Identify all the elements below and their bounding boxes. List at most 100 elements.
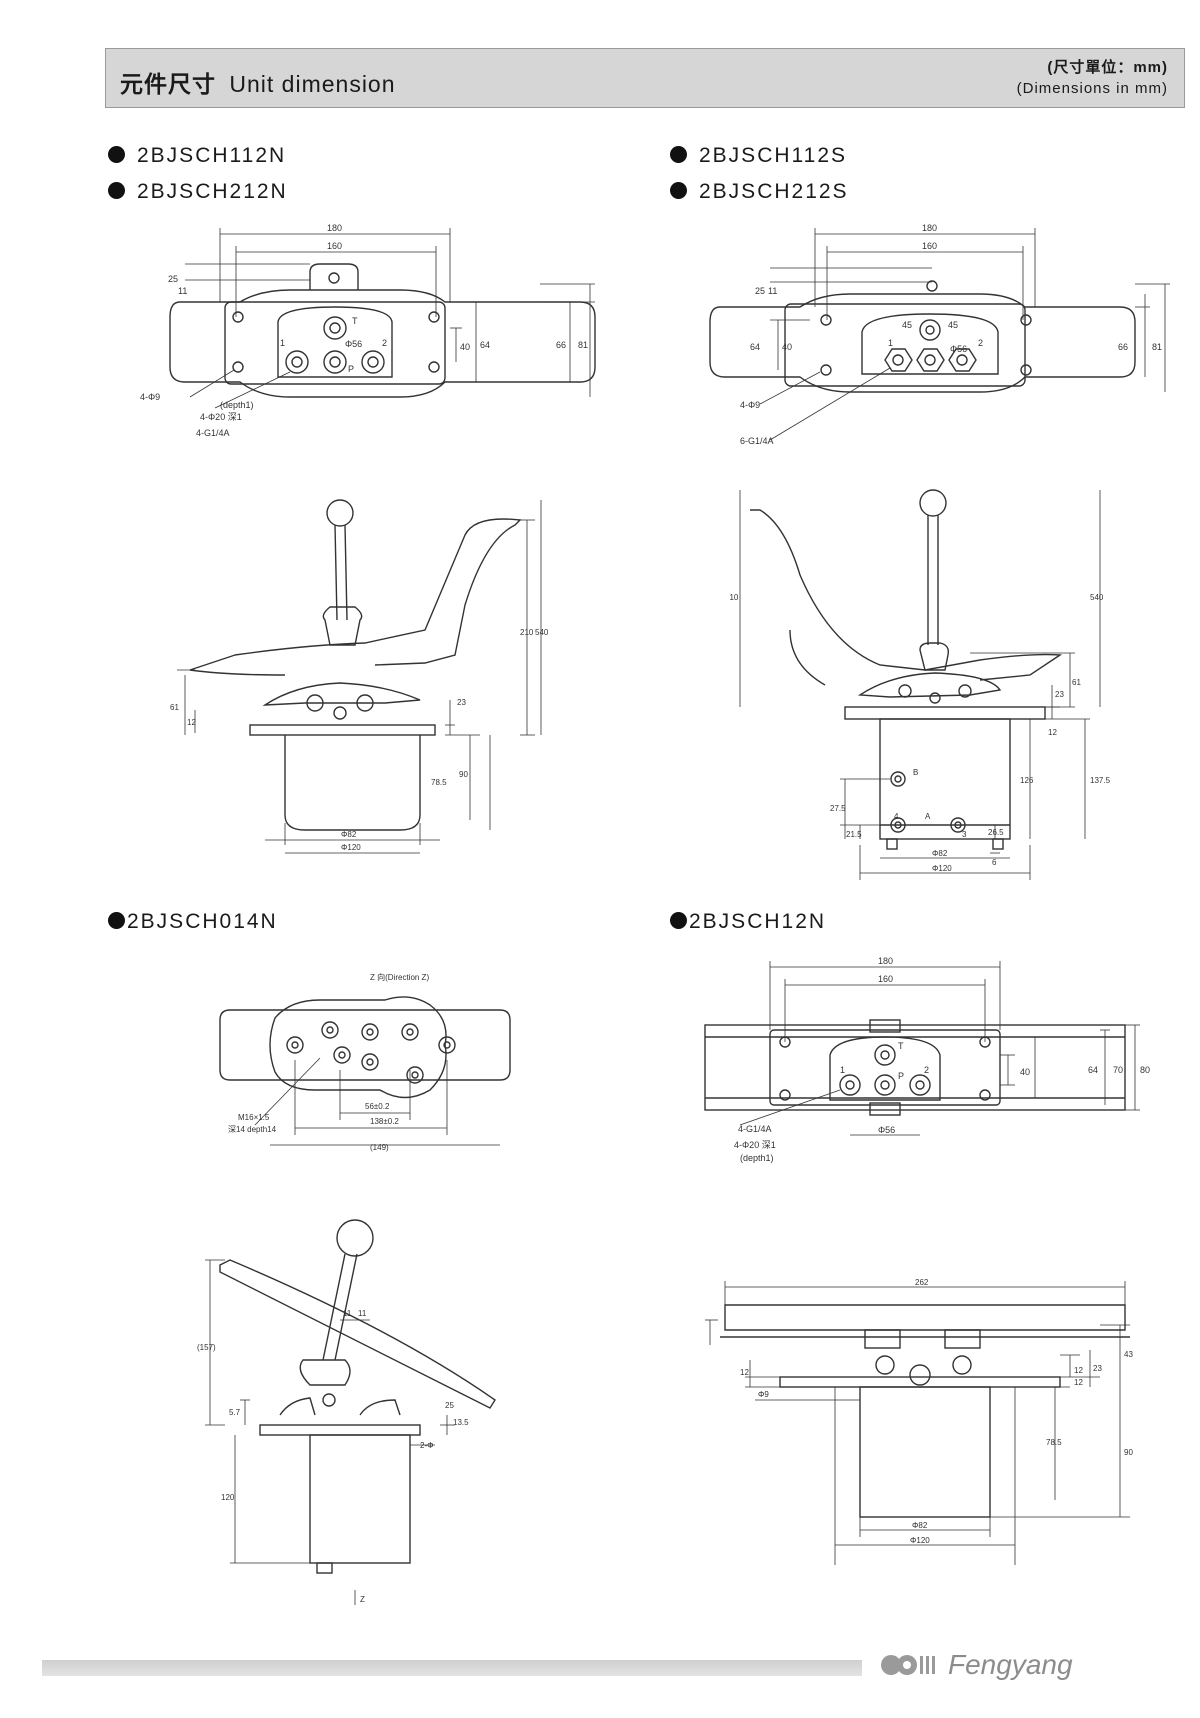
dim-label: 4-G1/4A bbox=[196, 428, 230, 438]
dim-label: Φ9 bbox=[758, 1390, 769, 1399]
port-label: 1 bbox=[840, 1065, 845, 1075]
dim-label: 13.5 bbox=[453, 1418, 469, 1427]
dim-label: 160 bbox=[922, 241, 937, 251]
dim-label: 540 bbox=[1090, 593, 1104, 602]
dim-label: 61 bbox=[170, 703, 179, 712]
dim-label: 70 bbox=[1113, 1065, 1123, 1075]
dim-label: 78.5 bbox=[1046, 1438, 1062, 1447]
port-label: 2 bbox=[924, 1065, 929, 1075]
port-label: B bbox=[913, 768, 918, 777]
dim-label: 27.5 bbox=[830, 804, 846, 813]
dim-label: 40 bbox=[782, 342, 792, 352]
port-label: T bbox=[898, 1041, 904, 1051]
dim-label: 6-G1/4A bbox=[740, 436, 774, 446]
port-label: 3 bbox=[962, 830, 967, 839]
dim-label: 4-Φ20 深1 bbox=[200, 412, 242, 422]
dim-label: 160 bbox=[878, 974, 893, 984]
port-label: P bbox=[348, 364, 354, 374]
dim-label: 11 bbox=[343, 1309, 352, 1318]
dim-label: 25 bbox=[168, 274, 178, 284]
port-label: A bbox=[925, 812, 931, 821]
dim-label: 64 bbox=[1088, 1065, 1098, 1075]
dim-label: 4-G1/4A bbox=[738, 1124, 772, 1134]
model-name: 2BJSCH014N bbox=[127, 910, 278, 933]
dim-label: 4-Φ9 bbox=[140, 392, 160, 402]
dim-label: 180 bbox=[327, 223, 342, 233]
section-title-en: Unit dimension bbox=[229, 71, 396, 97]
dim-label: 23 bbox=[457, 698, 466, 707]
model-name: 2BJSCH212N bbox=[137, 180, 288, 203]
dim-label: 160 bbox=[327, 241, 342, 251]
dim-label: Z 向(Direction Z) bbox=[370, 972, 429, 982]
port-label: 4 bbox=[894, 812, 899, 821]
bullet-icon bbox=[108, 146, 125, 163]
dim-label: 12 bbox=[740, 1368, 749, 1377]
dim-label: 45 bbox=[902, 320, 912, 330]
model-label: 2BJSCH212S bbox=[670, 180, 849, 204]
dim-label: Φ56 bbox=[345, 339, 362, 349]
unit-note-en: (Dimensions in mm) bbox=[1016, 80, 1168, 97]
dim-label: 210 bbox=[730, 593, 739, 602]
section-title: 元件尺寸 Unit dimension bbox=[120, 65, 396, 99]
dim-label: Φ120 bbox=[341, 843, 361, 852]
port-label: 1 bbox=[888, 338, 893, 348]
dim-label: 26.5 bbox=[988, 828, 1004, 837]
side-view-drawing-112s: 210 540 61 23 12 126 137.5 27.5 21.5 26.… bbox=[730, 489, 1111, 880]
top-view-drawing-014n: Z 向(Direction Z) 56±0.2 138±0.2 (149) M1… bbox=[219, 972, 511, 1152]
dim-label: 45 bbox=[948, 320, 958, 330]
dim-label: 12 bbox=[187, 718, 196, 727]
model-label: 2BJSCH112N bbox=[108, 144, 286, 168]
dim-label: 78.5 bbox=[431, 778, 447, 787]
brand-name: Fengyang bbox=[948, 1649, 1073, 1680]
dim-label: 66 bbox=[556, 340, 566, 350]
dim-label: (depth1) bbox=[740, 1153, 774, 1163]
model-label: 2BJSCH014N bbox=[108, 910, 278, 934]
dim-label: 64 bbox=[480, 340, 490, 350]
dim-label: 43 bbox=[1124, 1350, 1133, 1359]
port-label: 1 bbox=[280, 338, 285, 348]
dim-label: 21.5 bbox=[846, 830, 862, 839]
dim-label: 137.5 bbox=[1090, 776, 1111, 785]
side-view-drawing-112n: 61 12 23 78.5 90 210 540 Φ82 Φ120 bbox=[170, 499, 549, 854]
dim-label: 66 bbox=[1118, 342, 1128, 352]
dim-label: (depth1) bbox=[220, 400, 254, 410]
model-name: 2BJSCH212S bbox=[699, 180, 849, 203]
port-label: T bbox=[352, 316, 358, 326]
dim-label: 11 bbox=[178, 286, 187, 296]
dim-label: 11 bbox=[768, 286, 777, 296]
port-label: P bbox=[898, 1071, 904, 1081]
dim-label: 5.7 bbox=[229, 1408, 241, 1417]
dim-label: 4-Φ20 深1 bbox=[734, 1140, 776, 1150]
dim-label: Φ82 bbox=[341, 830, 357, 839]
dim-label: 540 bbox=[535, 628, 549, 637]
unit-note: (尺寸單位：mm) (Dimensions in mm) bbox=[1017, 57, 1168, 99]
dim-label: 61 bbox=[1072, 678, 1081, 687]
dim-label: 23 bbox=[1093, 1364, 1102, 1373]
section-header: 元件尺寸 Unit dimension (尺寸單位：mm) (Dimension… bbox=[105, 48, 1185, 108]
dim-label: 180 bbox=[922, 223, 937, 233]
dim-label: Φ56 bbox=[878, 1125, 895, 1135]
dim-label: 120 bbox=[221, 1493, 235, 1502]
dim-label: 138±0.2 bbox=[370, 1117, 399, 1126]
dim-label: 180 bbox=[878, 956, 893, 966]
dim-label: 12 bbox=[1074, 1378, 1083, 1387]
brand-mark-icon bbox=[881, 1655, 935, 1675]
model-name: 2BJSCH112S bbox=[699, 144, 848, 167]
dim-label: 210 bbox=[520, 628, 534, 637]
dim-label: 23 bbox=[1055, 690, 1064, 699]
bullet-icon bbox=[108, 912, 125, 929]
dim-label: Φ56 bbox=[950, 344, 967, 354]
brand-logo: Fengyang bbox=[880, 1648, 1073, 1682]
top-view-drawing-12n: 180 160 40 64 70 80 Φ56 T 1 2 P 4-G1/4A … bbox=[704, 956, 1150, 1163]
model-name: 2BJSCH12N bbox=[689, 910, 827, 933]
dim-label: 81 bbox=[1152, 342, 1162, 352]
dim-label: 12 bbox=[1048, 728, 1057, 737]
side-view-drawing-12n: 262 12 Φ9 12 12 23 43 78.5 90 Φ82 Φ120 bbox=[705, 1278, 1133, 1565]
model-label: 2BJSCH212N bbox=[108, 180, 288, 204]
dim-label: 126 bbox=[1020, 776, 1034, 785]
footer-bar bbox=[42, 1660, 862, 1676]
dim-label: 64 bbox=[750, 342, 760, 352]
model-name: 2BJSCH112N bbox=[137, 144, 287, 167]
dim-label: 80 bbox=[1140, 1065, 1150, 1075]
dim-label: 11 bbox=[358, 1309, 367, 1318]
